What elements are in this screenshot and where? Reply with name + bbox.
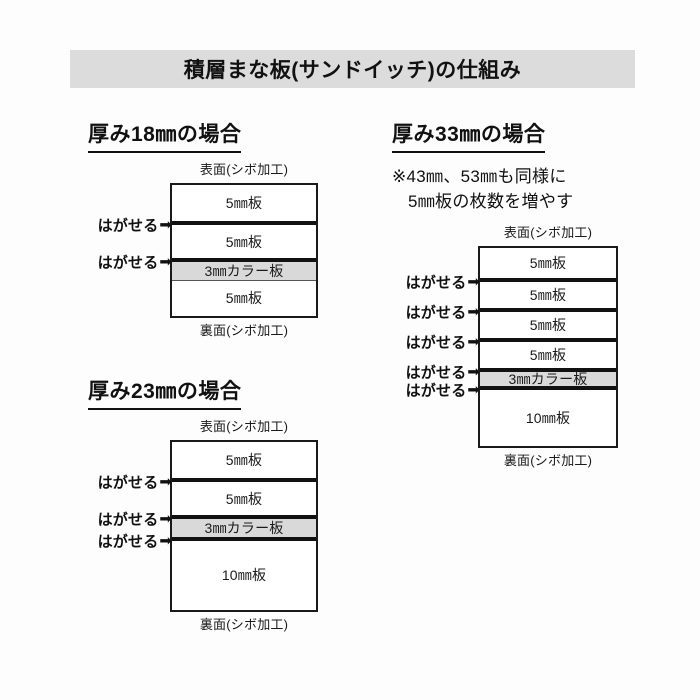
layer-33mm-3: 5㎜板 はがせる➡ [406,334,616,368]
layer-33mm-4: 3㎜カラー板 はがせる➡ [406,364,616,387]
peelable-marker-23mm-3: はがせる➡ [98,530,172,551]
section-heading-18mm: 厚み18㎜の場合 [88,118,242,153]
peel-arrow-icon: ➡ [159,216,172,234]
peel-arrow-icon: ➡ [159,532,172,550]
layer-33mm-1: 5㎜板 はがせる➡ [406,274,616,308]
layer-18mm-3: 5㎜板 [172,279,316,317]
back-face-label-23mm: 裏面(シボ加工) [199,616,289,632]
peel-arrow-icon: ➡ [467,333,480,351]
peelable-label: はがせる [405,334,467,352]
peelable-label: はがせる [405,274,467,292]
peelable-marker-33mm-1: はがせる➡ [406,271,480,292]
peelable-marker-23mm-1: はがせる➡ [98,472,172,493]
layer-label: 3㎜カラー板 [508,370,588,387]
peelable-marker-18mm-2: はがせる➡ [98,251,172,272]
layer-label: 5㎜板 [529,316,567,333]
layer-33mm-0: 5㎜板 [480,247,616,278]
peelable-marker-23mm-2: はがせる➡ [98,508,172,529]
peel-arrow-icon: ➡ [467,273,480,291]
peel-arrow-icon: ➡ [159,510,172,528]
peelable-marker-33mm-4: はがせる➡ [406,361,480,382]
layer-18mm-1: 5㎜板 はがせる➡ [98,218,316,258]
layer-label: 10㎜板 [221,567,267,584]
page-title-banner: 積層まな板(サンドイッチ)の仕組み [70,50,635,88]
layer-18mm-0: 5㎜板 [172,184,316,222]
section-heading-33mm: 厚み33㎜の場合 [392,118,546,153]
peelable-label: はがせる [405,364,467,382]
layer-33mm-5: 10㎜板 はがせる➡ [406,382,616,446]
note-line-2: 5㎜板の枚数を増やす [408,191,574,211]
layer-18mm-2: 3㎜カラー板 はがせる➡ [98,254,316,280]
peelable-label: はがせる [97,254,159,272]
front-face-label-33mm: 表面(シボ加工) [503,225,593,240]
layer-label: 5㎜板 [225,195,263,212]
peel-arrow-icon: ➡ [159,473,172,491]
layer-label: 5㎜板 [529,286,567,303]
peelable-marker-18mm-1: はがせる➡ [98,215,172,236]
layer-label: 5㎜板 [225,490,263,507]
peelable-marker-33mm-3: はがせる➡ [406,331,480,352]
front-face-label-18mm: 表面(シボ加工) [199,162,289,177]
peel-arrow-icon: ➡ [467,381,480,399]
peelable-label: はがせる [405,382,467,400]
front-face-label-23mm: 表面(シボ加工) [199,419,289,434]
layer-label: 5㎜板 [529,346,567,363]
layer-label: 3㎜カラー板 [204,262,284,279]
page-title: 積層まな板(サンドイッチ)の仕組み [183,59,522,82]
back-face-label-33mm: 裏面(シボ加工) [503,452,593,468]
layer-label: 5㎜板 [225,290,263,307]
layer-label: 5㎜板 [529,254,567,271]
layer-23mm-1: 5㎜板 はがせる➡ [98,475,316,515]
layer-label: 10㎜板 [525,409,571,426]
peel-arrow-icon: ➡ [159,253,172,271]
peelable-marker-33mm-5: はがせる➡ [406,379,480,400]
layer-33mm-2: 5㎜板 はがせる➡ [406,304,616,338]
section-heading-23mm: 厚み23㎜の場合 [88,375,242,410]
peelable-label: はがせる [97,217,159,235]
note-line-1: ※43㎜、53㎜も同様に [392,167,567,186]
peelable-label: はがせる [97,474,159,492]
back-face-label-18mm: 裏面(シボ加工) [199,323,289,339]
section-note-33mm: ※43㎜、53㎜も同様に 5㎜板の枚数を増やす [392,165,573,214]
layer-label: 5㎜板 [225,452,263,469]
peel-arrow-icon: ➡ [467,303,480,321]
layer-label: 5㎜板 [225,233,263,250]
layer-23mm-0: 5㎜板 [172,441,316,479]
peelable-marker-33mm-2: はがせる➡ [406,301,480,322]
peelable-label: はがせる [405,304,467,322]
layer-label: 3㎜カラー板 [204,519,284,536]
layer-23mm-2: 3㎜カラー板 はがせる➡ [98,511,316,537]
peelable-label: はがせる [97,533,159,551]
peelable-label: はがせる [97,511,159,529]
peel-arrow-icon: ➡ [467,363,480,381]
layer-23mm-3: 10㎜板 はがせる➡ [98,533,316,610]
